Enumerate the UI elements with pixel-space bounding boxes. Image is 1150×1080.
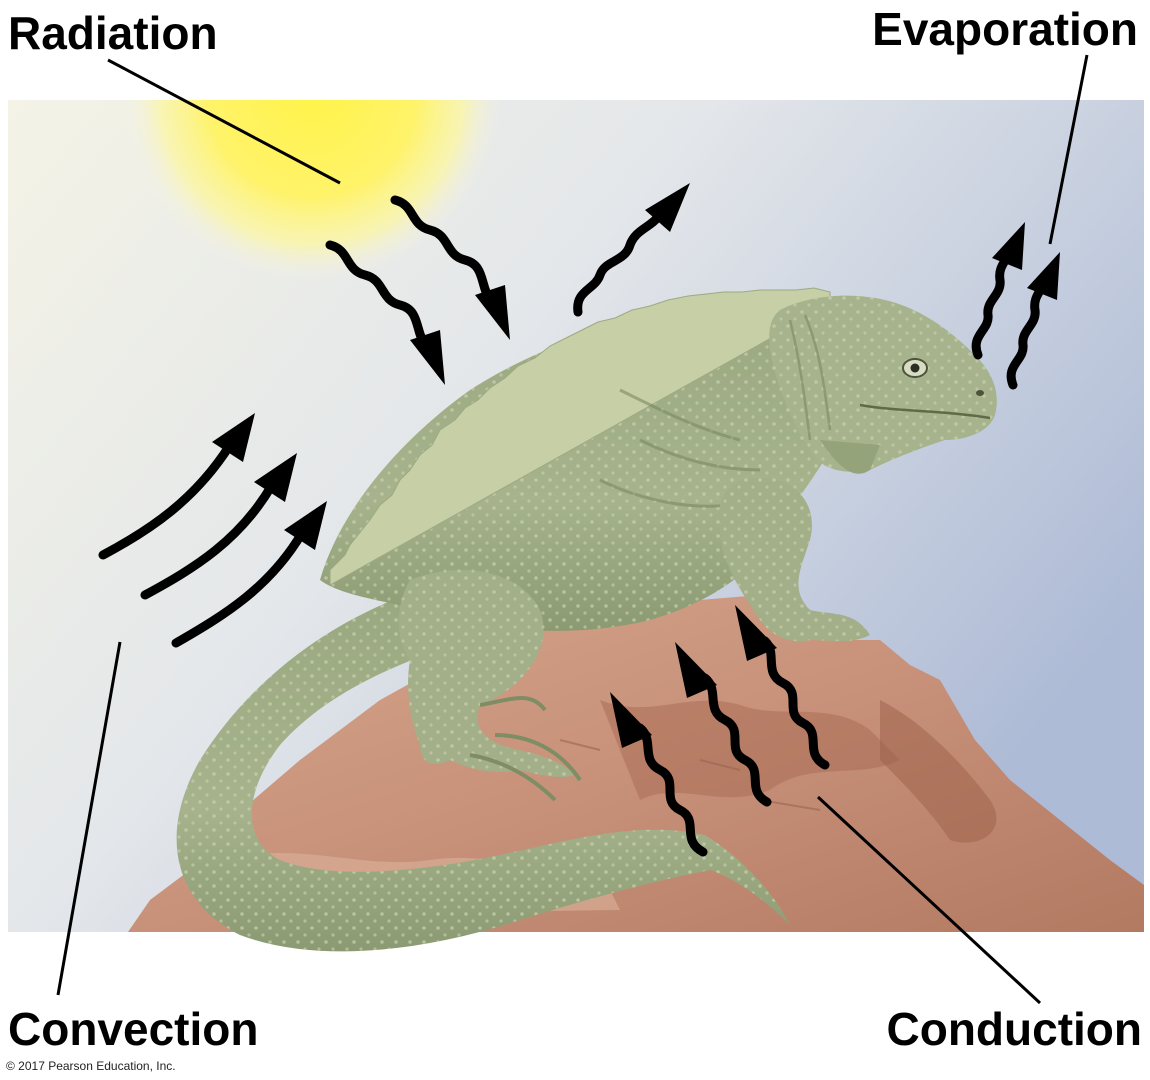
copyright-notice: © 2017 Pearson Education, Inc. (6, 1059, 176, 1073)
arrowhead (675, 642, 717, 698)
conduction-label: Conduction (886, 1003, 1143, 1055)
arrowhead (992, 222, 1025, 270)
wavy-arrow-icon (971, 250, 1013, 360)
radiation-label: Radiation (8, 7, 218, 59)
wavy-arrow-icon (390, 195, 495, 305)
radiation-leader-line (107, 58, 341, 185)
wavy-arrow-icon (700, 673, 772, 807)
arrowhead (254, 453, 297, 502)
arrowhead (475, 285, 510, 340)
arrowhead (410, 330, 445, 385)
wavy-arrow-icon (760, 636, 830, 770)
convection-arrows (98, 413, 327, 648)
arrowhead (212, 413, 255, 462)
wavy-arrow-icon (635, 723, 708, 857)
evaporation-leader-line (1048, 54, 1089, 245)
curved-arrow-icon (171, 528, 307, 648)
conduction-leader-line (816, 795, 1042, 1005)
radiation-arrows (325, 183, 690, 385)
conduction-arrows (610, 605, 830, 857)
wavy-arrow-icon (1006, 280, 1048, 390)
evaporation-label: Evaporation (872, 3, 1138, 55)
wavy-arrow-icon (325, 240, 430, 350)
arrowhead (735, 605, 777, 661)
arrowhead (610, 692, 652, 748)
iguana (176, 287, 997, 952)
convection-leader-line (56, 641, 122, 996)
curved-arrow-icon (98, 440, 235, 560)
wavy-arrow-icon (573, 210, 665, 317)
curved-arrow-icon (140, 480, 277, 600)
arrowhead (645, 183, 690, 232)
evaporation-arrows (971, 222, 1060, 390)
arrowhead (1027, 252, 1060, 300)
arrowhead (284, 501, 327, 550)
convection-label: Convection (8, 1003, 259, 1055)
leader-lines (56, 54, 1089, 1005)
rock (128, 590, 1144, 932)
